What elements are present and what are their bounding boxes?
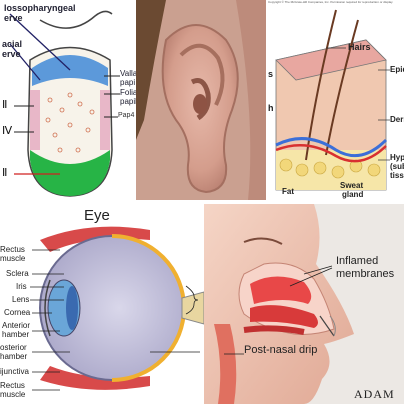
skin-diagram-panel: Copyright © The McGraw-Hill Companies, I… <box>266 0 404 200</box>
nose-diagram-panel: Inflamed membranes Post-nasal drip ADAM <box>204 204 404 404</box>
vallate-label: Valla <box>120 69 136 78</box>
skin-label-hairs: Hairs <box>348 42 371 52</box>
roman-label-1: Ⅱ <box>2 99 8 111</box>
nose-label-inflamed: Inflamed <box>336 255 379 267</box>
ear-photo <box>136 0 266 200</box>
tongue-diagram-panel: lossopharyngeal erve acial erve Valla pa… <box>0 0 136 200</box>
skin-mark-s: s <box>268 69 274 79</box>
skin-label-sub: (sub <box>390 162 404 171</box>
skin-label-dermis: Derm <box>390 115 404 124</box>
adam-logo: ADAM <box>354 387 395 401</box>
nose-illustration <box>204 204 404 404</box>
eye-label-rectus: Rectus <box>0 245 25 254</box>
nerve-label-2: erve <box>4 13 23 23</box>
eye-label-sclera: Sclera <box>6 269 29 278</box>
vallate-label-2: papi <box>120 78 136 87</box>
skin-label-gland: gland <box>342 190 364 199</box>
skin-mark-h: h <box>268 103 274 113</box>
eye-label-rectus-2: Rectus <box>0 381 25 390</box>
skin-illustration <box>275 9 390 191</box>
skin-copyright: Copyright © The McGraw-Hill Companies, I… <box>268 0 394 4</box>
nerve-label-1: lossopharyngeal <box>4 3 76 13</box>
eye-label-posterior-chamber: hamber <box>0 352 28 361</box>
foliate-label: Folia <box>120 88 136 97</box>
eye-label-muscle-2: muscle <box>0 390 26 399</box>
nerve-label-4: erve <box>2 49 21 59</box>
nose-label-membranes: membranes <box>336 268 395 280</box>
tongue-illustration <box>9 10 120 197</box>
skin-label-epidermis: Epid <box>390 65 404 74</box>
eye-illustration <box>30 226 204 391</box>
roman-label-2: Ⅳ <box>2 125 13 137</box>
pap-label: Pap4 <box>118 112 135 119</box>
eye-label-conjunctiva: ijunctiva <box>0 367 29 376</box>
eye-label-anterior-chamber: hamber <box>2 330 30 339</box>
skin-label-tissue: tissu <box>390 171 404 180</box>
eye-diagram-panel: Eye <box>0 200 204 404</box>
eye-label-anterior: Anterior <box>2 321 31 330</box>
roman-label-3: Ⅱ <box>2 167 8 179</box>
eye-label-muscle: muscle <box>0 254 26 263</box>
nose-label-postnasal: Post-nasal drip <box>244 344 318 356</box>
ear-photo-panel <box>136 0 266 200</box>
skin-label-hypo: Hypo <box>390 153 404 162</box>
foliate-label-2: papil <box>120 97 136 106</box>
skin-label-sweat: Sweat <box>340 181 364 190</box>
nerve-label-3: acial <box>2 39 23 49</box>
eye-label-iris: Iris <box>16 282 27 291</box>
eye-label-posterior: osterior <box>0 343 27 352</box>
skin-label-fat: Fat <box>282 187 294 196</box>
eye-title: Eye <box>84 207 110 224</box>
eye-label-cornea: Cornea <box>4 308 31 317</box>
eye-label-lens: Lens <box>12 295 30 304</box>
